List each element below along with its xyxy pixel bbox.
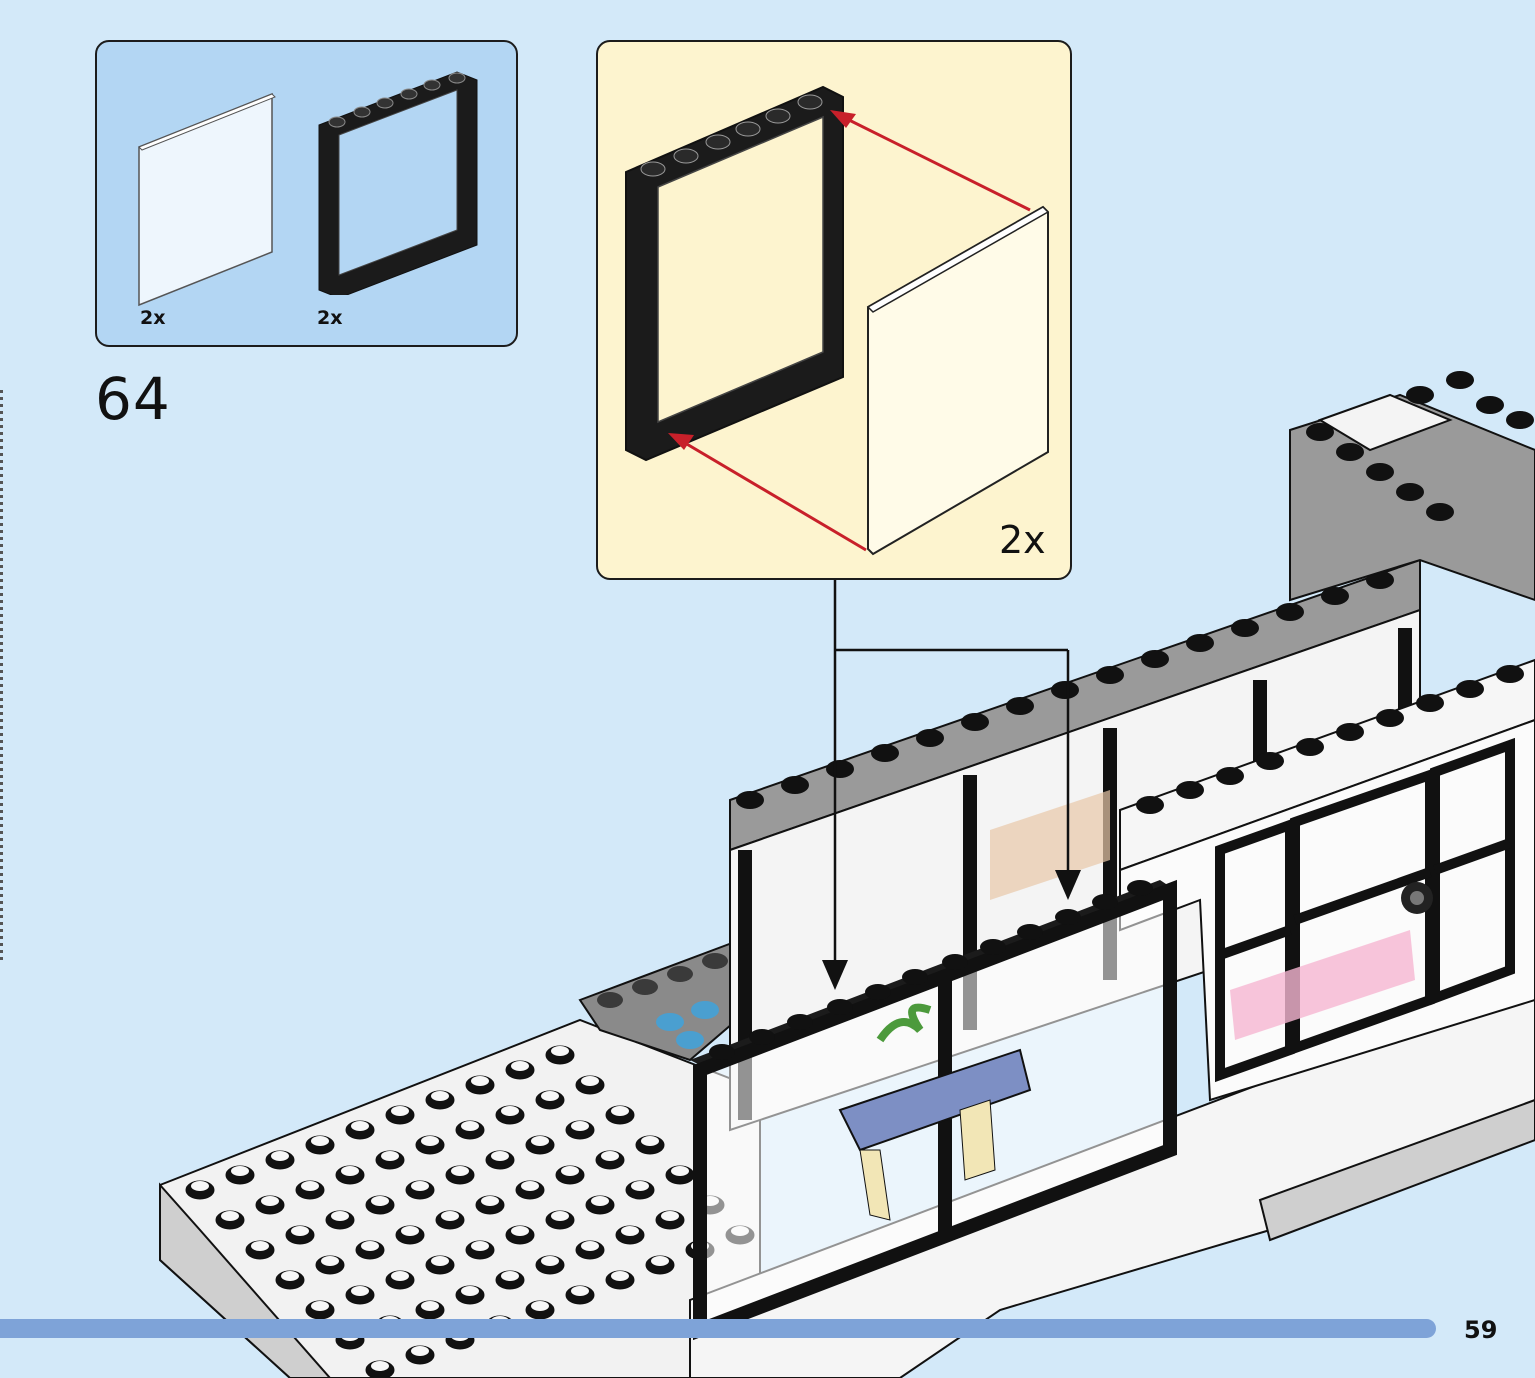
transparent-glass-pane-icon	[138, 92, 276, 307]
parts-callout-box: 2x 2x	[95, 40, 518, 347]
window-frame-quantity: 2x	[317, 307, 343, 329]
page-number: 59	[1464, 1316, 1498, 1344]
step-number: 64	[95, 365, 171, 433]
glass-pane-quantity: 2x	[140, 307, 166, 329]
page-edge-marker	[0, 390, 3, 960]
black-window-frame-icon	[318, 71, 478, 295]
subassembly-quantity: 2x	[999, 518, 1046, 562]
page-progress-bar	[0, 1319, 1436, 1338]
frame-with-glass-assembly-icon	[625, 85, 1050, 556]
subassembly-callout-box: 2x	[596, 40, 1072, 580]
